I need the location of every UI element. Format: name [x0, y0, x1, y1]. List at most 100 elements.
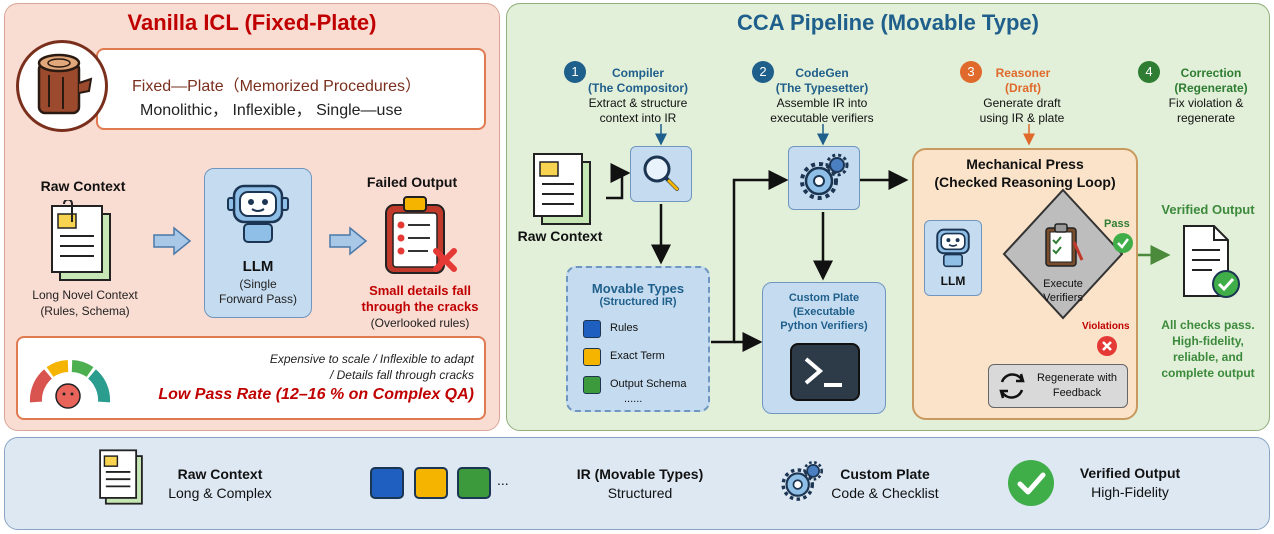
fixed-plate-title: Fixed—Plate（Memorized Procedures）: [132, 78, 421, 95]
ir-block-blue: [370, 467, 404, 499]
ir-block-green: [457, 467, 491, 499]
step-2-role: (The Typesetter): [775, 81, 869, 95]
execute-label-2: Verifiers: [1043, 292, 1083, 304]
step-4-desc-2: regenerate: [1176, 111, 1236, 125]
mechanical-press-title-1: Mechanical Press: [966, 156, 1084, 172]
mechanical-press-title-2: (Checked Reasoning Loop): [934, 174, 1116, 190]
step-4-badge: 4: [1138, 61, 1160, 83]
note-line-1: Expensive to scale / Inflexible to adapt: [269, 352, 474, 366]
note-line-2: / Details fall through cracks: [329, 368, 474, 382]
movable-types-subtitle: (Structured IR): [599, 296, 677, 308]
document-icon: [44, 198, 118, 291]
arrow-right-icon: [328, 226, 368, 261]
bottom-out-title: Verified Output: [1079, 465, 1181, 481]
document-icon: [94, 446, 148, 513]
step-3-badge: 3: [960, 61, 982, 83]
document-icon: [526, 150, 600, 235]
refresh-icon: [994, 368, 1030, 409]
failed-output-red-1: Small details fall: [369, 283, 471, 298]
bottom-out-subtitle: High-Fidelity: [1091, 484, 1169, 500]
exact-term-label: Exact Term: [610, 350, 665, 362]
step-4-desc-1: Fix violation &: [1168, 96, 1244, 110]
step-1-name: Compiler: [611, 66, 664, 80]
failed-output-red-2: through the cracks: [361, 299, 479, 314]
robot-icon: [226, 178, 290, 249]
summary-panel: [4, 437, 1270, 530]
bottom-ir-title: IR (Movable Types): [576, 466, 704, 482]
terminal-icon: [790, 343, 860, 401]
verified-line-1: All checks pass.: [1161, 318, 1255, 332]
llm-subtitle-1: (Single: [239, 277, 277, 291]
magnifier-icon: [643, 155, 679, 191]
regenerate-label-1: Regenerate with: [1036, 372, 1118, 384]
step-2-desc-1: Assemble IR into: [776, 96, 868, 110]
step-1-badge: 1: [564, 61, 586, 83]
step-2-desc-2: executable verifiers: [770, 111, 874, 125]
rules-swatch: [583, 320, 601, 338]
gauge-icon: [28, 346, 112, 415]
gears-icon: [800, 153, 849, 200]
arrow-right-icon: [152, 226, 192, 261]
step-1-desc-2: context into IR: [599, 111, 677, 125]
low-pass-rate: Low Pass Rate (12–16 % on Complex QA): [158, 386, 474, 403]
raw-context-label: Raw Context: [517, 228, 603, 244]
step-3-name: Reasoner: [995, 66, 1051, 80]
fixed-plate-box: [96, 48, 486, 130]
verified-line-3: reliable, and: [1172, 350, 1244, 364]
ir-dots: ...: [497, 472, 509, 488]
movable-more: ......: [624, 393, 643, 405]
output-schema-swatch: [583, 376, 601, 394]
movable-types-title: Movable Types: [591, 281, 685, 296]
failed-output-subtitle: (Overlooked rules): [370, 316, 470, 330]
step-2-name: CodeGen: [795, 66, 849, 80]
robot-icon: [932, 224, 974, 273]
exact-term-swatch: [583, 348, 601, 366]
ir-block-yellow: [414, 467, 448, 499]
raw-context-subtitle-1: Long Novel Context: [32, 288, 138, 302]
step-1-role: (The Compositor): [588, 81, 688, 95]
gears-icon: [772, 455, 832, 514]
vanilla-icl-title: Vanilla ICL (Fixed-Plate): [127, 10, 377, 35]
step-3-role: (Draft): [1005, 81, 1041, 95]
llm-label: LLM: [242, 258, 274, 275]
raw-context-subtitle-2: (Rules, Schema): [40, 304, 130, 318]
compiler-box: [630, 146, 692, 202]
step-2-badge: 2: [752, 61, 774, 83]
regenerate-label-2: Feedback: [1052, 387, 1102, 399]
bottom-ir-subtitle: Structured: [607, 485, 673, 501]
wood-log-icon: [16, 40, 108, 132]
custom-plate-subtitle-1: (Executable: [793, 306, 855, 318]
verified-doc-icon: [1178, 222, 1242, 307]
failed-output-title: Failed Output: [366, 174, 458, 190]
verified-output-title: Verified Output: [1161, 202, 1255, 217]
llm-subtitle-2: Forward Pass): [218, 292, 298, 306]
clipboard-fail-icon: [378, 193, 462, 284]
raw-context-title: Raw Context: [40, 178, 126, 194]
rules-label: Rules: [610, 322, 639, 334]
llm-small-label: LLM: [940, 274, 966, 288]
codegen-box: [788, 146, 860, 210]
bottom-raw-title: Raw Context: [177, 466, 263, 482]
step-4-role: (Regenerate): [1174, 81, 1248, 95]
custom-plate-title: Custom Plate: [788, 292, 860, 304]
execute-label-1: Execute: [1043, 278, 1083, 290]
step-4-name: Correction: [1180, 66, 1242, 80]
step-1-desc-1: Extract & structure: [588, 96, 688, 110]
bottom-raw-subtitle: Long & Complex: [168, 485, 272, 501]
regenerate-box: [988, 364, 1128, 408]
check-circle-icon: [1006, 458, 1056, 513]
cca-pipeline-title: CCA Pipeline (Movable Type): [737, 10, 1039, 35]
custom-plate-subtitle-2: Python Verifiers): [780, 320, 868, 332]
clipboard-check-icon: [1042, 222, 1084, 273]
step-3-desc-1: Generate draft: [983, 96, 1061, 110]
verified-line-2: High-fidelity,: [1172, 334, 1244, 348]
verified-line-4: complete output: [1161, 366, 1255, 380]
check-circle-icon: [1112, 232, 1134, 259]
bottom-plate-subtitle: Code & Checklist: [831, 485, 939, 501]
step-3-desc-2: using IR & plate: [979, 111, 1065, 125]
violations-label: Violations: [1082, 321, 1130, 332]
pass-label: Pass: [1104, 218, 1130, 230]
output-schema-label: Output Schema: [610, 378, 687, 390]
bottom-plate-title: Custom Plate: [840, 466, 930, 482]
x-circle-icon: [1096, 335, 1118, 362]
